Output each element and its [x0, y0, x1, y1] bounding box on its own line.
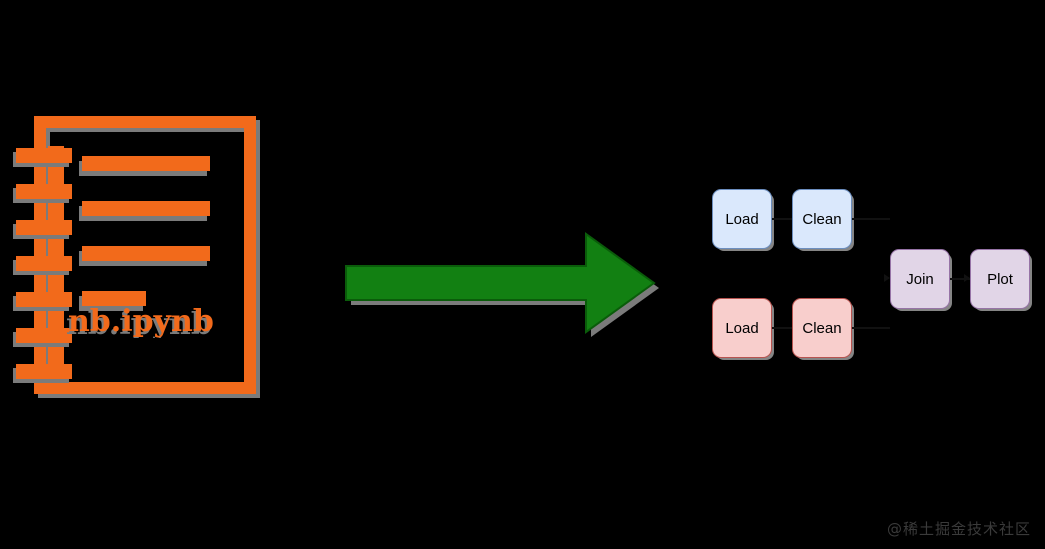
notebook-ring	[16, 220, 72, 235]
flow-node-label: Clean	[802, 210, 842, 228]
flow-edge-clean-blue-join	[852, 218, 890, 220]
flow-node-clean-pink[interactable]: Clean	[792, 298, 852, 358]
flow-node-load-blue[interactable]: Load	[712, 189, 772, 249]
notebook-ring	[16, 364, 72, 379]
flow-edge-load-clean-blue	[772, 218, 792, 220]
notebook-content-line	[82, 201, 210, 216]
flow-edge-load-clean-pink	[772, 327, 792, 329]
flow-node-label: Clean	[802, 319, 842, 337]
flow-edge-join-plot	[950, 278, 970, 280]
notebook-ring	[16, 148, 72, 163]
notebook-content-line	[82, 156, 210, 171]
flow-node-load-pink[interactable]: Load	[712, 298, 772, 358]
flow-edge-arrowhead	[884, 274, 890, 282]
notebook-content-line	[82, 291, 146, 306]
notebook-content-line	[82, 246, 210, 261]
right-arrow-icon	[340, 225, 660, 337]
notebook-ring	[16, 328, 72, 343]
flow-node-plot[interactable]: Plot	[970, 249, 1030, 309]
flow-node-label: Load	[725, 210, 759, 228]
flow-node-clean-blue[interactable]: Clean	[792, 189, 852, 249]
flow-node-label: Plot	[987, 270, 1013, 288]
flow-node-join[interactable]: Join	[890, 249, 950, 309]
flow-node-label: Load	[725, 319, 759, 337]
notebook-icon: nb.ipynb	[14, 112, 264, 402]
notebook-ring	[16, 292, 72, 307]
flow-edge-clean-pink-join	[852, 327, 890, 329]
notebook-filename-text: nb.ipynb	[68, 308, 214, 338]
notebook-ring	[16, 256, 72, 271]
notebook-filename: nb.ipynb	[60, 308, 250, 338]
notebook-ring	[16, 184, 72, 199]
flow-edge-arrowhead	[964, 274, 970, 282]
watermark: @稀土掘金技术社区	[886, 520, 1031, 538]
flow-node-label: Join	[906, 270, 934, 288]
